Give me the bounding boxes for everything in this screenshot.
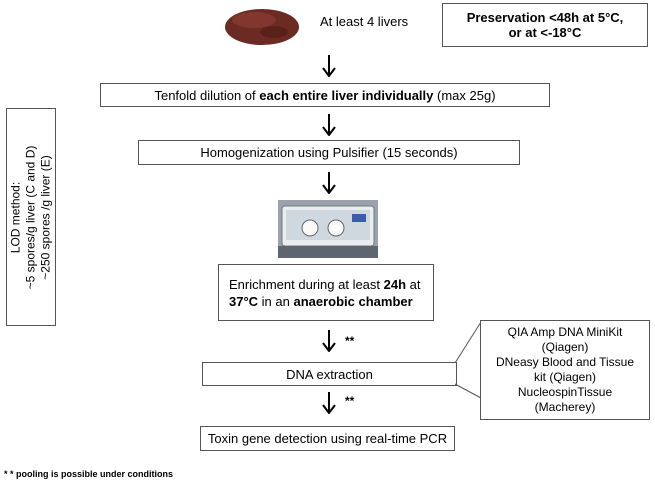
kits-box: QIA Amp DNA MiniKit (Qiagen) DNeasy Bloo… <box>480 320 650 420</box>
toxin-detection-box: Toxin gene detection using real-time PCR <box>200 426 455 451</box>
preservation-box: Preservation <48h at 5°C, or at <-18°C <box>442 3 648 47</box>
lod-line1: LOD method: <box>8 181 23 253</box>
enrich-37c: 37°C <box>229 293 259 309</box>
dna-extraction-box: DNA extraction <box>202 362 457 386</box>
arrow-down-icon <box>322 392 336 414</box>
dilution-post: (max 25g) <box>433 87 496 103</box>
arrow-down-icon <box>322 55 336 77</box>
preservation-line2: or at <-18°C <box>508 25 582 40</box>
dilution-box: Tenfold dilution of each entire liver in… <box>100 83 550 107</box>
enrich-24h: 24h <box>383 276 407 292</box>
kit-line5: NucleospinTissue <box>517 385 613 399</box>
pooling-marker-2: ** <box>345 394 355 408</box>
kit-line4: kit (Qiagen) <box>533 370 597 384</box>
arrow-down-icon <box>322 114 336 136</box>
enrich-text-3: at <box>406 276 421 292</box>
arrow-down-icon <box>322 330 336 352</box>
footnote: * * pooling is possible under conditions <box>4 469 174 479</box>
preservation-line1: Preservation <48h at 5°C, <box>466 10 624 25</box>
arrow-down-icon <box>322 172 336 194</box>
enrich-text-1: Enrichment during at least <box>229 276 384 292</box>
lod-line3: ~250 spores /g liver (E) <box>38 154 53 280</box>
enrichment-box: Enrichment during at least 24h at 37°C i… <box>218 264 434 321</box>
enrich-anaerobic: anaerobic chamber <box>293 293 413 309</box>
anaerobic-chamber-image <box>278 200 378 258</box>
dilution-pre: Tenfold dilution of <box>154 87 260 103</box>
pooling-marker-1: ** <box>345 334 355 348</box>
liver-image <box>225 9 299 45</box>
lod-line2: ~5 spores/g liver (C and D) <box>23 145 38 289</box>
kit-line3: DNeasy Blood and Tissue <box>495 355 635 369</box>
kit-line1: QIA Amp DNA MiniKit <box>507 325 623 339</box>
kit-line6: (Macherey) <box>534 400 596 414</box>
lod-box: LOD method: ~5 spores/g liver (C and D) … <box>6 108 56 326</box>
homogenization-box: Homogenization using Pulsifier (15 secon… <box>138 140 520 165</box>
dilution-bold: each entire liver individually <box>259 87 434 103</box>
enrich-text-5: in an <box>258 293 294 309</box>
livers-text: At least 4 livers <box>320 14 409 29</box>
kits-connector <box>455 321 482 399</box>
kit-line2: (Qiagen) <box>541 340 589 354</box>
